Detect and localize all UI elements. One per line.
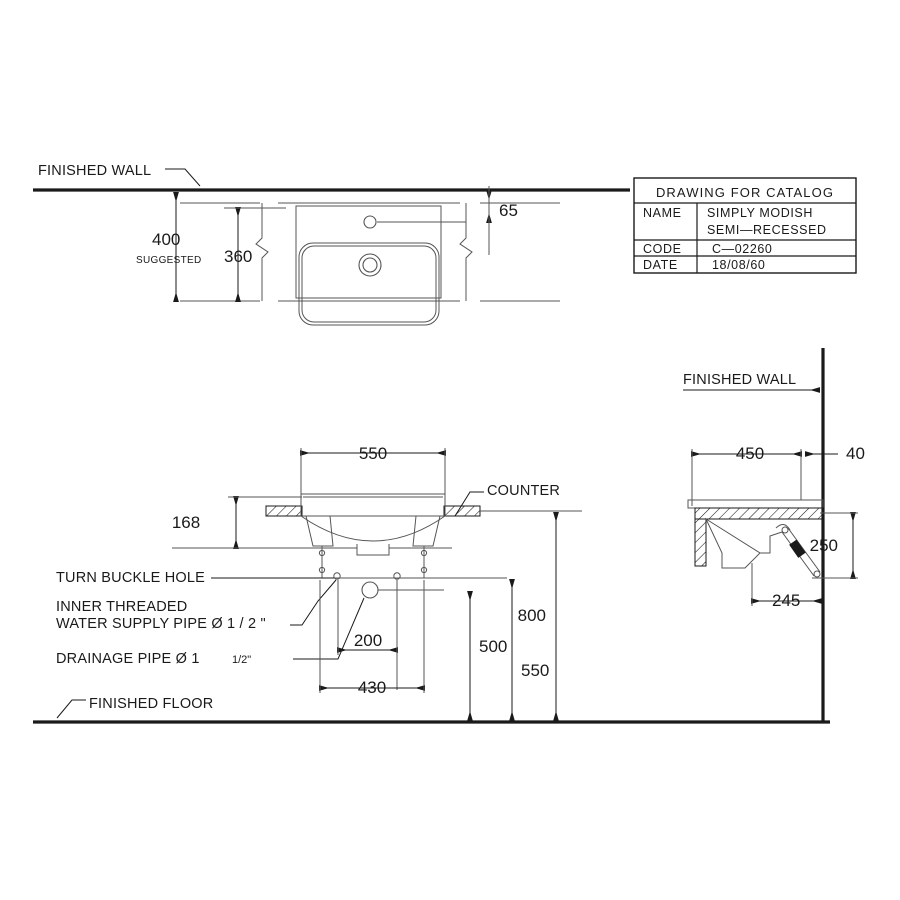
title-block-value-name-1: SIMPLY MODISH — [707, 206, 813, 220]
turn-buckle-hole-right-icon — [393, 572, 401, 580]
faucet-hole-icon — [363, 215, 377, 229]
counter-slab-left — [265, 505, 303, 517]
title-block-value-date: 18/08/60 — [712, 258, 765, 272]
drain-inner-icon — [362, 257, 378, 273]
dim-500-value: 500 — [479, 637, 507, 656]
dim-360-value: 360 — [224, 247, 252, 266]
finished-wall-leader-top — [165, 168, 201, 187]
title-block-key-code: CODE — [643, 242, 682, 256]
drain-outer-icon — [358, 253, 382, 277]
supply-label-line2: WATER SUPPLY PIPE Ø 1 / 2 " — [56, 616, 266, 632]
title-block-header: DRAWING FOR CATALOG — [656, 185, 834, 200]
finished-floor-leader — [56, 699, 86, 719]
dim-400-value: 400 — [152, 230, 180, 249]
side-view-finished-wall-label: FINISHED WALL — [683, 372, 796, 388]
side-view-group: FINISHED WALL 450 40 250 — [683, 348, 865, 722]
front-elevation-group: 550 168 COUNTER — [33, 444, 830, 724]
supply-label-line1: INNER THREADED — [56, 599, 187, 615]
drain-label-fraction: 1/2" — [232, 654, 251, 666]
support-bracket-right — [412, 515, 441, 547]
counter-label: COUNTER — [487, 483, 560, 499]
title-block-value-code: C—02260 — [712, 242, 773, 256]
basin-bowl-curve-front — [300, 515, 446, 542]
top-view-finished-wall-label: FINISHED WALL — [38, 163, 151, 179]
dim-450-value: 450 — [736, 444, 764, 463]
dim-550-width-value: 550 — [359, 444, 387, 463]
support-bracket-left — [305, 515, 334, 547]
break-symbol-right — [459, 203, 473, 301]
drainage-pipe-side — [781, 526, 821, 578]
drain-trap-side — [760, 531, 783, 554]
supply-pipe-right — [420, 546, 428, 578]
title-block-value-name-2: SEMI—RECESSED — [707, 223, 827, 237]
dim-430-value: 430 — [358, 678, 386, 697]
title-block-key-date: DATE — [643, 258, 678, 272]
supply-pipe-leader — [290, 579, 337, 626]
dim-800-value: 800 — [518, 606, 546, 625]
wall-bracket-vertical — [694, 518, 707, 567]
counter-label-leader — [454, 491, 484, 517]
break-symbol-left — [255, 203, 269, 301]
drain-pipe-leader — [293, 597, 365, 660]
dim-168-value: 168 — [172, 513, 200, 532]
dim-550-height-value: 550 — [521, 661, 549, 680]
finished-floor-label: FINISHED FLOOR — [89, 696, 213, 712]
basin-rim-front — [300, 493, 446, 517]
title-block-key-name: NAME — [643, 206, 682, 220]
dim-65-value: 65 — [499, 201, 518, 220]
basin-bowl-outline-outer — [298, 242, 440, 326]
dim-245-value: 245 — [772, 591, 800, 610]
title-block-frame — [633, 177, 857, 274]
title-block: DRAWING FOR CATALOG NAME SIMPLY MODISH S… — [633, 177, 857, 274]
dim-40-value: 40 — [846, 444, 865, 463]
basin-bowl-outline-inner — [301, 245, 437, 323]
counter-slab-right — [443, 505, 481, 517]
basin-profile-side — [704, 517, 761, 569]
drain-body-front — [356, 544, 390, 556]
drain-label-main: DRAINAGE PIPE Ø 1 — [56, 651, 200, 667]
turn-buckle-label: TURN BUCKLE HOLE — [56, 570, 205, 586]
dim-400-note: SUGGESTED — [136, 255, 202, 266]
dim-250-value: 250 — [810, 536, 838, 555]
counter-slab-side-hatched — [694, 507, 824, 520]
top-view-group: FINISHED WALL 400 SUGGESTED 360 — [33, 163, 630, 326]
dim-200-value: 200 — [354, 631, 382, 650]
turn-buckle-hole-left-icon — [333, 572, 341, 580]
supply-pipe-left — [318, 546, 326, 578]
